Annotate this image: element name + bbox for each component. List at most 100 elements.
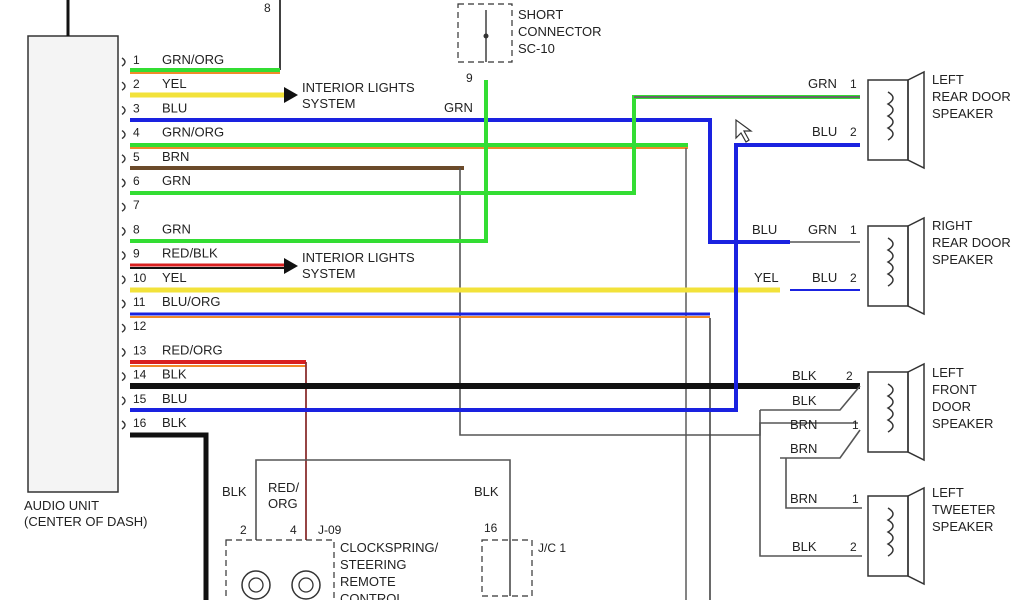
- clockspring-coil-icon-1: [241, 570, 271, 600]
- right-rear-pin1: 1: [850, 223, 857, 237]
- pin-number: 11: [133, 295, 146, 309]
- clockspring-box: [225, 539, 335, 600]
- bottom-pin16: 16: [484, 521, 498, 535]
- clockspring-coil-icon-2: [291, 570, 321, 600]
- short-connector-line3: SC-10: [518, 41, 555, 56]
- pin-number: 4: [133, 126, 140, 140]
- bottom-blk-right: BLK: [474, 484, 499, 499]
- pin-terminal-icon: [121, 251, 126, 261]
- tweeter-label3: SPEAKER: [932, 519, 993, 534]
- pin-number: 10: [133, 271, 147, 285]
- pin-wire-label: BLK: [162, 367, 187, 382]
- tweeter-brn-line: [785, 458, 862, 509]
- bottom-red-org-1: RED/: [268, 480, 299, 495]
- pin-number: 16: [133, 416, 147, 430]
- left-front-blk-split: [760, 385, 861, 411]
- left-rear-label3: SPEAKER: [932, 106, 993, 121]
- right-rear-pin2: 2: [850, 271, 857, 285]
- arrow-interior-lights-2: [284, 258, 298, 274]
- right-rear-speaker-cone: [907, 216, 925, 316]
- left-front-label1: LEFT: [932, 365, 964, 380]
- left-front-wire2: BLK: [792, 393, 817, 408]
- right-rear-coil-icon: [886, 237, 894, 287]
- left-front-pin-top: 2: [846, 369, 853, 383]
- short-connector-pin: 9: [466, 71, 473, 85]
- interior-lights-2-sublabel: SYSTEM: [302, 266, 355, 281]
- audio-unit-sublabel: (CENTER OF DASH): [24, 514, 148, 529]
- pin-terminal-icon: [121, 105, 126, 115]
- pin-wire-label: BLU: [162, 100, 187, 115]
- pin-terminal-icon: [121, 226, 126, 236]
- tweeter-wire1: BRN: [790, 491, 817, 506]
- left-rear-speaker-cone: [907, 70, 925, 170]
- left-front-speaker-cone: [907, 362, 925, 462]
- pin-number: 13: [133, 343, 147, 357]
- pin-terminal-icon: [121, 347, 126, 357]
- arrow-interior-lights-1: [284, 87, 298, 103]
- left-front-pin-bottom: 1: [852, 418, 859, 432]
- right-rear-label1: RIGHT: [932, 218, 973, 233]
- right-rear-wire2: BLU: [812, 270, 837, 285]
- pin-number: 3: [133, 101, 140, 115]
- interior-lights-2-label: INTERIOR LIGHTS: [302, 250, 415, 265]
- right-rear-wire1: GRN: [808, 222, 837, 237]
- tweeter-label1: LEFT: [932, 485, 964, 500]
- clockspring-label1: CLOCKSPRING/: [340, 540, 439, 555]
- pin-terminal-icon: [121, 81, 126, 91]
- interior-lights-1-sublabel: SYSTEM: [302, 96, 355, 111]
- left-rear-pin1: 1: [850, 77, 857, 91]
- short-connector-node: [483, 33, 489, 39]
- left-tweeter-cone: [907, 486, 925, 586]
- pin-wire-label: BLU/ORG: [162, 294, 221, 309]
- pin-number: 1: [133, 53, 140, 67]
- cursor-icon: [735, 118, 753, 143]
- pin-number: 9: [133, 247, 140, 261]
- left-front-coil-icon: [886, 383, 894, 433]
- short-connector-box: [457, 3, 513, 63]
- pin-terminal-icon: [121, 154, 126, 164]
- pin-wire-label: YEL: [162, 270, 187, 285]
- bottom-blk-loop: [255, 459, 511, 540]
- wire-8-grn: [130, 80, 488, 243]
- right-rear-label3: SPEAKER: [932, 252, 993, 267]
- pin-terminal-icon: [121, 130, 126, 140]
- pin-terminal-icon: [121, 202, 126, 212]
- pin-terminal-icon: [121, 396, 126, 406]
- clockspring-coil-icon-1-inner: [248, 577, 264, 593]
- pin-wire-label: BLU: [162, 391, 187, 406]
- pin-terminal-icon: [121, 420, 126, 430]
- left-rear-wire2: BLU: [812, 124, 837, 139]
- clockspring-label2: STEERING: [340, 557, 406, 572]
- clockspring-label3: REMOTE: [340, 574, 396, 589]
- tweeter-label2: TWEETER: [932, 502, 996, 517]
- left-front-wire4: BRN: [790, 441, 817, 456]
- pin-number: 8: [133, 222, 140, 236]
- pin-wire-label: RED/ORG: [162, 342, 223, 357]
- pin-wire-label: BRN: [162, 149, 189, 164]
- pin-8-top-label: 8: [264, 1, 271, 15]
- left-front-wire1: BLK: [792, 368, 817, 383]
- bottom-pin2: 2: [240, 523, 247, 537]
- pin-number: 12: [133, 319, 147, 333]
- left-rear-label1: LEFT: [932, 72, 964, 87]
- left-front-brn-split: [780, 429, 861, 459]
- tweeter-pin1: 1: [852, 492, 859, 506]
- tweeter-pin2: 2: [850, 540, 857, 554]
- pin-number: 5: [133, 150, 140, 164]
- right-rear-tag-yel: YEL: [754, 270, 779, 285]
- pin-terminal-icon: [121, 57, 126, 67]
- clockspring-coil-icon-2-inner: [298, 577, 314, 593]
- pin-number: 2: [133, 77, 140, 91]
- pin-number: 7: [133, 198, 140, 212]
- short-connector-line1: SHORT: [518, 7, 563, 22]
- audio-unit-label: AUDIO UNIT: [24, 498, 99, 513]
- grn-tag: GRN: [444, 100, 473, 115]
- pin-number: 14: [133, 368, 147, 382]
- jc1-box: [481, 539, 533, 597]
- wire-3-blu: [130, 118, 790, 244]
- pin-wire-label: GRN: [162, 173, 191, 188]
- pin-number: 6: [133, 174, 140, 188]
- left-front-label2: FRONT: [932, 382, 977, 397]
